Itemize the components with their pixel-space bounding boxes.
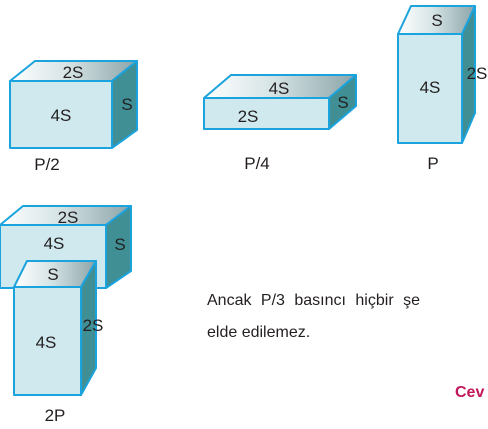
prism-p-quarter-side-label: S: [337, 93, 348, 112]
prism-p-half-top-label: 2S: [63, 63, 84, 82]
prism-p-full-side-label: 2S: [467, 64, 488, 83]
prism-p-quarter-front-label: 2S: [238, 107, 259, 126]
prism-p-half: 2S 4S S P/2: [9, 60, 138, 174]
prism-p-double-bottom-top-label: 2S: [58, 208, 79, 227]
explanation-line-1: Ancak P/3 basıncı hiçbir şe: [207, 292, 420, 309]
prism-p-double-caption: 2P: [45, 406, 66, 425]
prism-p-half-front-label: 4S: [51, 106, 72, 125]
prism-p-double-upper-top-label: S: [47, 265, 58, 284]
prism-p-double-bottom-side-label: S: [114, 235, 125, 254]
prism-p-half-front-face: [9, 80, 113, 149]
prism-p-half-side-label: S: [121, 95, 132, 114]
prism-p-double-upper-side-label: 2S: [83, 316, 104, 335]
prism-p-quarter-front-face: [203, 97, 330, 130]
explanation-paragraph: Ancak P/3 basıncı hiçbir şe elde edileme…: [207, 285, 488, 349]
prism-p-double-bottom-front-label: 4S: [44, 234, 65, 253]
prism-p-double-upper-front-face: [13, 286, 82, 396]
prism-p-quarter-caption: P/4: [244, 154, 270, 173]
prism-p-double-upper-front-label: 4S: [36, 333, 57, 352]
prism-p-full-top-label: S: [431, 11, 442, 30]
prism-p-full: S 4S 2S P: [397, 5, 488, 173]
prism-p-half-caption: P/2: [34, 155, 60, 174]
prism-p-full-front-face: [397, 33, 463, 144]
prism-p-quarter: 4S 2S S P/4: [203, 74, 357, 173]
prism-p-double: 2S 4S S S 4S 2S 2P: [0, 205, 132, 425]
explanation-line-2: elde edilemez.: [207, 324, 311, 341]
prism-p-full-front-label: 4S: [420, 78, 441, 97]
prism-p-quarter-top-label: 4S: [269, 79, 290, 98]
prism-p-full-caption: P: [427, 154, 438, 173]
answer-label: Cev: [455, 384, 485, 401]
